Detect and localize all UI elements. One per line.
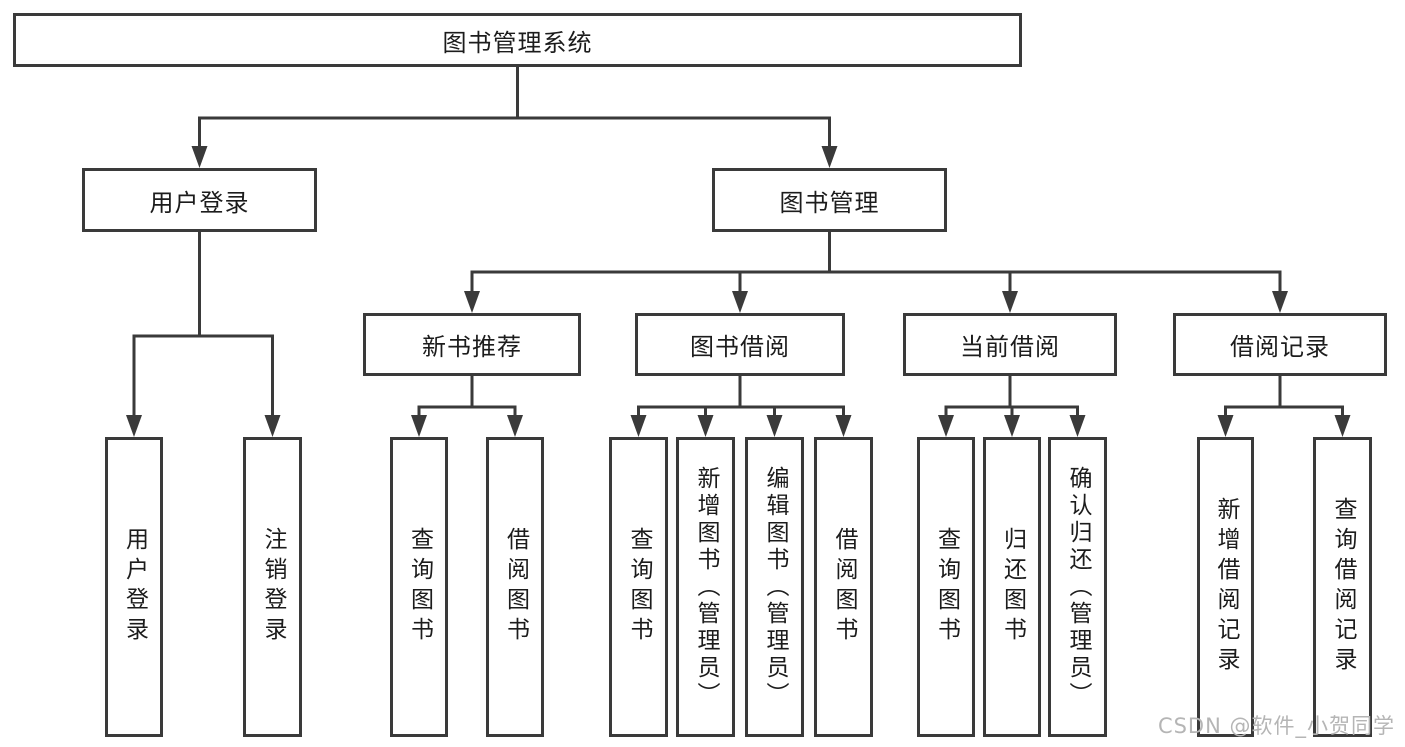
leaf-br-add-record: 新增借阅记录 <box>1197 437 1254 737</box>
node-borrow-records: 借阅记录 <box>1173 313 1387 376</box>
node-new-book-recommend: 新书推荐 <box>363 313 581 376</box>
leaf-logout: 注销登录 <box>243 437 302 737</box>
node-book-management: 图书管理 <box>712 168 947 232</box>
csdn-watermark: CSDN @软件_小贺同学 <box>1157 714 1395 738</box>
node-user-login: 用户登录 <box>82 168 317 232</box>
leaf-cb-query-book: 查询图书 <box>917 437 975 737</box>
leaf-nbr-query-book: 查询图书 <box>390 437 448 737</box>
node-library-system: 图书管理系统 <box>13 13 1022 67</box>
leaf-cb-return-book: 归还图书 <box>983 437 1041 737</box>
leaf-cb-confirm-return-admin: 确认归还（管理员） <box>1048 437 1107 737</box>
leaf-bb-query-book: 查询图书 <box>609 437 668 737</box>
leaf-bb-edit-book-admin: 编辑图书（管理员） <box>745 437 804 737</box>
leaf-bb-add-book-admin: 新增图书（管理员） <box>676 437 735 737</box>
leaf-bb-borrow-book: 借阅图书 <box>814 437 873 737</box>
leaf-user-login: 用户登录 <box>105 437 163 737</box>
node-current-borrow: 当前借阅 <box>903 313 1117 376</box>
leaf-nbr-borrow-book: 借阅图书 <box>486 437 544 737</box>
leaf-br-query-record: 查询借阅记录 <box>1313 437 1372 737</box>
node-book-borrow: 图书借阅 <box>635 313 845 376</box>
